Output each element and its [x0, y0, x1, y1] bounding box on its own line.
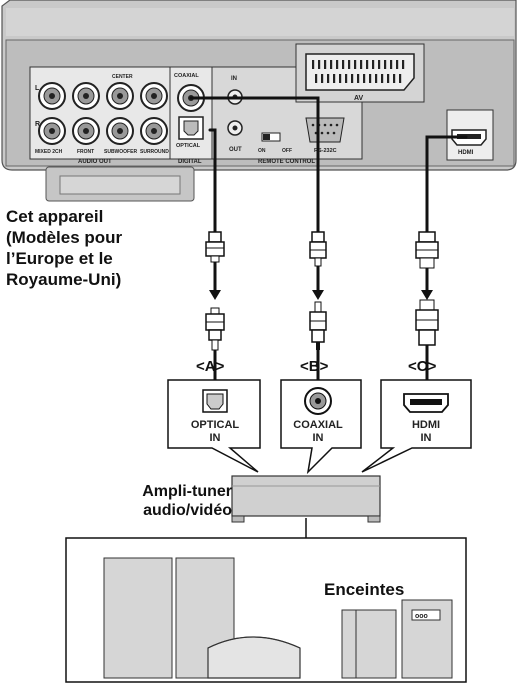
- rs232c-label: RS-232C: [314, 148, 337, 154]
- remote-in-label: IN: [231, 76, 237, 82]
- optical-in-line1: OPTICAL: [191, 419, 240, 431]
- arrow-down: [209, 290, 221, 300]
- rca-jack: [140, 117, 168, 145]
- coaxial-plug-upper: [309, 231, 327, 267]
- connection-tag-b: <B>: [300, 358, 329, 375]
- rca-jack: [140, 82, 168, 110]
- rca-jack: [38, 117, 66, 145]
- speaker-surround-right: [355, 609, 397, 679]
- subwoofer: ooo: [401, 599, 453, 679]
- av-scart-block: AV: [295, 43, 425, 103]
- switch-off-label: OFF: [282, 148, 292, 154]
- device-caption-line: l’Europe et le: [6, 249, 113, 268]
- hdmi-in-line2: IN: [421, 432, 432, 444]
- receiver-caption-line: Ampli-tuner: [142, 483, 232, 500]
- coaxial-input-callout: [280, 379, 362, 475]
- coaxial-in-line1: COAXIAL: [293, 419, 343, 431]
- hdmi-input-callout: [361, 379, 472, 473]
- right-channel-mark: R: [35, 121, 40, 128]
- rca-jack: [72, 117, 100, 145]
- center-label: CENTER: [112, 74, 133, 80]
- device-caption-line: Royaume-Uni): [6, 270, 122, 289]
- audio-out-label: AUDIO OUT: [78, 159, 112, 165]
- device-caption-line: Cet appareil: [6, 207, 104, 226]
- optical-in-line2: IN: [210, 432, 221, 444]
- left-channel-mark: L: [35, 85, 40, 92]
- connection-tag-a: <A>: [196, 358, 225, 375]
- av-label: AV: [354, 95, 364, 102]
- rca-jack: [72, 82, 100, 110]
- digital-block: COAXIAL OPTICAL DIGITAL: [169, 66, 213, 165]
- optical-output-port: [178, 116, 204, 140]
- hdmi-in-line1: HDMI: [412, 419, 440, 431]
- speakers-caption: Enceintes: [324, 580, 405, 599]
- hdmi-plug-lower: [415, 299, 439, 346]
- coaxial-port-label: COAXIAL: [174, 73, 199, 79]
- coaxial-plug-lower: [309, 301, 327, 350]
- optical-cable: [208, 128, 217, 234]
- coaxial-cable: [189, 96, 320, 234]
- connection-tag-c: <C>: [408, 358, 437, 375]
- mixed-2ch-label: MIXED 2CH: [35, 149, 63, 155]
- speaker-front-left: [103, 557, 173, 679]
- speaker-center: [207, 636, 301, 679]
- av-receiver: [231, 475, 381, 523]
- rca-jack: [106, 117, 134, 145]
- coaxial-in-line2: IN: [313, 432, 324, 444]
- optical-input-callout: [167, 379, 261, 473]
- device-caption-line: (Modèles pour: [6, 228, 123, 247]
- digital-label: DIGITAL: [178, 159, 202, 165]
- device-caption: Cet appareil (Modèles pour l’Europe et l…: [6, 206, 176, 290]
- arrow-down: [312, 290, 324, 300]
- hdmi-cable: [425, 135, 468, 234]
- front-label: FRONT: [77, 149, 94, 155]
- remote-control-label: REMOTE CONTROL: [258, 159, 315, 165]
- subwoofer-panel-text: ooo: [415, 613, 428, 620]
- hdmi-plug-upper: [415, 231, 439, 269]
- arrow-down: [421, 290, 433, 300]
- rca-jack: [106, 82, 134, 110]
- rca-jack: [38, 82, 66, 110]
- optical-port-label: OPTICAL: [176, 143, 201, 149]
- subwoofer-label: SUBWOOFER: [104, 149, 137, 155]
- switch-on-label: ON: [258, 148, 266, 154]
- optical-plug-upper: [205, 231, 225, 263]
- receiver-caption-line: audio/vidéo: [143, 502, 232, 519]
- remote-out-label: OUT: [229, 147, 242, 153]
- optical-plug-lower: [205, 307, 225, 351]
- receiver-caption: Ampli-tuner audio/vidéo: [112, 482, 232, 520]
- hdmi-port-label: HDMI: [458, 150, 474, 156]
- audio-out-block: L R CENTER MIXED 2CH FRONT SUBWOOFER SUR…: [29, 66, 171, 165]
- surround-label: SURROUND: [140, 149, 169, 155]
- hdmi-output-block: HDMI: [446, 109, 494, 161]
